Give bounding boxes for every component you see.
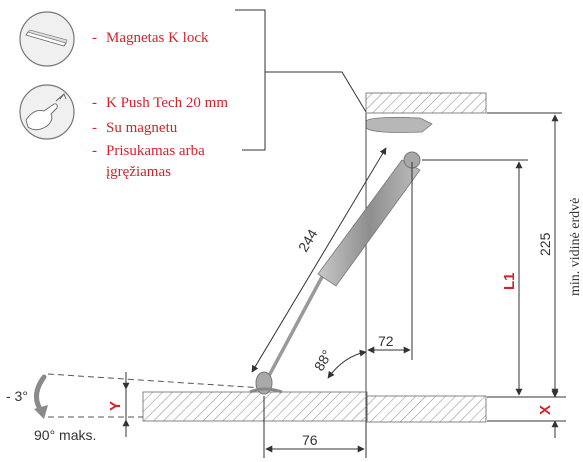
dim-76: 76 [263, 396, 367, 458]
dim-l1: L1 [422, 159, 528, 396]
top-panel [365, 92, 487, 114]
legend-bullet: - [92, 95, 97, 111]
max-opening-label: 90° maks. [34, 427, 96, 443]
legend-item-with-magnet: Su magnetu [106, 120, 178, 136]
tilt-lines [47, 373, 264, 418]
legend-bullet: - [92, 143, 97, 159]
min-inner-space-label: min. vidinė erdvė [568, 198, 583, 296]
legend-item-push-tech: K Push Tech 20 mm [106, 95, 228, 111]
dim-72: 72 [367, 162, 413, 360]
legend-bullet: - [92, 30, 97, 46]
dim-x: X [487, 380, 566, 438]
legend-bracket [235, 9, 367, 151]
tilt-indicator: - 3° 90° maks. [6, 374, 96, 443]
magnet-k-lock-icon [19, 11, 75, 67]
magnet-shape [365, 117, 433, 133]
legend-bullet: - [92, 120, 97, 136]
dim-76-label: 76 [302, 432, 318, 448]
legend-item-screw-or-drill: Prisukamas arba [106, 143, 205, 159]
dim-l1-label: L1 [501, 272, 518, 290]
angle-88-label: 88° [311, 347, 335, 373]
gas-stay [249, 151, 421, 395]
dim-225: 225 min. vidinė erdvė [487, 112, 583, 396]
dim-72-label: 72 [378, 333, 394, 349]
push-tech-icon [19, 84, 75, 140]
legend-group-1: - Magnetas K lock [92, 30, 209, 46]
dim-244-label: 244 [295, 226, 321, 254]
dim-x-label: X [537, 405, 554, 415]
tilt-label: - 3° [6, 388, 28, 404]
angle-88: 88° [311, 347, 367, 379]
dim-225-label: 225 [537, 232, 553, 256]
legend-item-continuation: įgręžiamas [106, 164, 171, 180]
door-panel [142, 391, 368, 422]
legend-item-magnet-k-lock: Magnetas K lock [106, 30, 209, 46]
dim-y-label: Y [107, 401, 124, 411]
dim-y: Y [107, 372, 130, 437]
bottom-panel [366, 395, 487, 423]
legend-group-2: - K Push Tech 20 mm - Su magnetu - Prisu… [92, 95, 228, 180]
